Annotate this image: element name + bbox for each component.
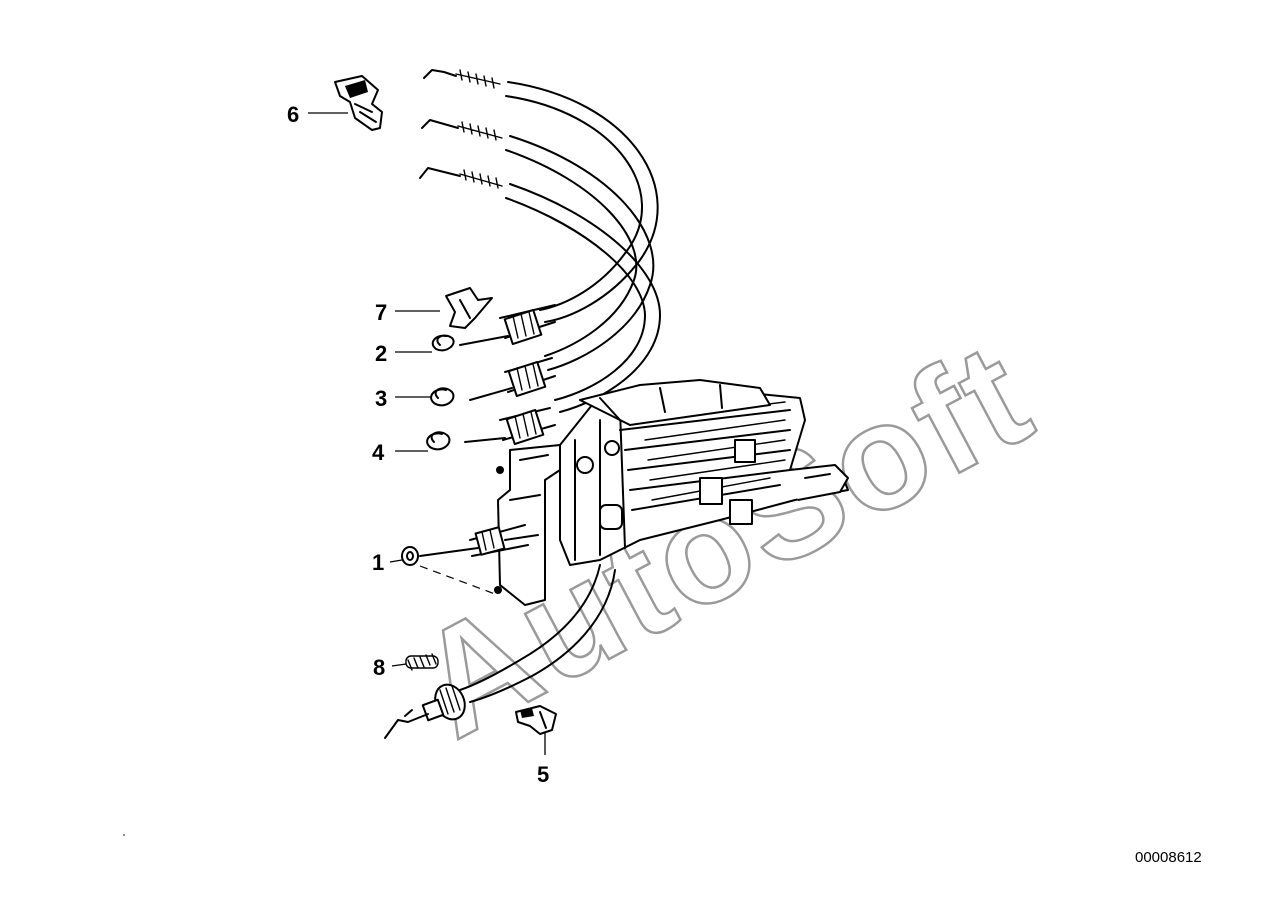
cable-end-4: [426, 407, 556, 451]
cable-end-3: [430, 357, 556, 407]
callout-6: 6: [287, 102, 299, 127]
cable-end-2: [431, 304, 556, 352]
callout-4: 4: [372, 440, 385, 465]
lower-cable: [384, 564, 616, 739]
callout-3: 3: [375, 386, 387, 411]
slider-knob: [599, 504, 623, 530]
slider-knob: [699, 477, 723, 505]
callout-2: 2: [375, 341, 387, 366]
callout-5: 5: [537, 762, 549, 787]
leader-line-1: [389, 559, 403, 563]
cable-end-1: [401, 524, 529, 595]
spring-part-8: [405, 653, 439, 671]
upper-cable-2: [421, 119, 655, 371]
control-unit: [494, 379, 849, 606]
stray-dot: [123, 834, 125, 836]
clip-part-7: [445, 287, 493, 329]
clip-part-6: [334, 75, 383, 131]
callout-8: 8: [373, 655, 385, 680]
slider-knob: [734, 439, 756, 463]
diagram-number: 00008612: [1135, 849, 1202, 866]
slider-knob: [729, 499, 753, 525]
clip-part-5: [515, 705, 557, 735]
upper-cable-1: [423, 69, 659, 323]
callout-7: 7: [375, 300, 387, 325]
callout-1: 1: [372, 550, 384, 575]
leader-line-8: [391, 663, 407, 667]
